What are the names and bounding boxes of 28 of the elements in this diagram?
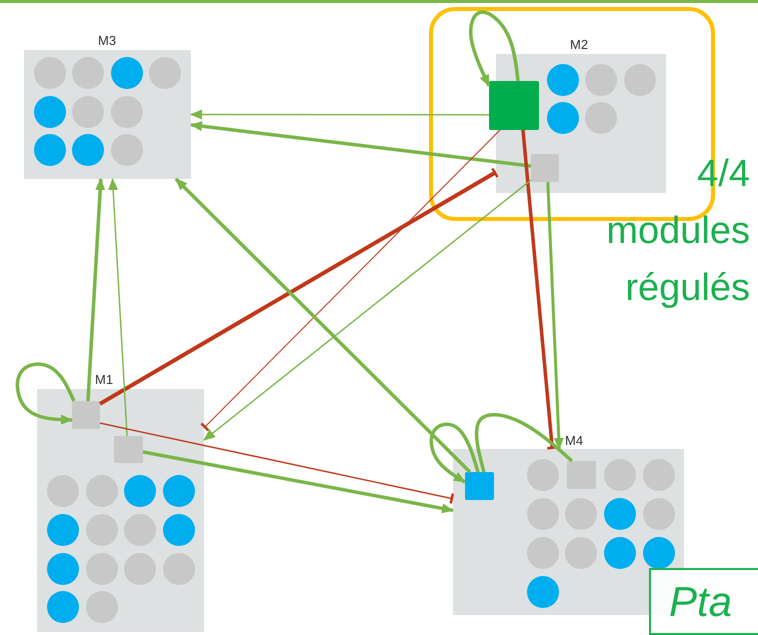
inhibition-line — [200, 130, 500, 432]
callout-text: Pta — [669, 578, 732, 626]
callout-box — [649, 568, 758, 635]
inhibition-line — [98, 168, 499, 406]
regulator-square — [489, 81, 539, 130]
inhibition-line — [100, 422, 454, 504]
arrow — [108, 178, 128, 436]
arrow — [203, 180, 532, 441]
arrow — [190, 121, 532, 168]
regulator-square — [531, 154, 559, 182]
arrow — [546, 182, 564, 450]
arrow — [190, 110, 489, 120]
module-label: M4 — [565, 433, 584, 448]
arrow — [142, 450, 454, 514]
regulator-square — [465, 472, 494, 500]
arrow — [86, 178, 106, 402]
regulator-square — [567, 461, 596, 489]
arrow — [174, 178, 472, 474]
inhibition-line — [521, 130, 558, 450]
arrow — [16, 362, 76, 425]
module-label: M3 — [98, 33, 116, 48]
arrow — [469, 10, 520, 87]
module-label: M2 — [570, 37, 588, 52]
arrow — [430, 422, 480, 484]
connector-line — [474, 413, 574, 472]
regulator-square — [114, 436, 143, 463]
regulator-square — [72, 401, 100, 429]
module-label: M1 — [95, 372, 114, 387]
